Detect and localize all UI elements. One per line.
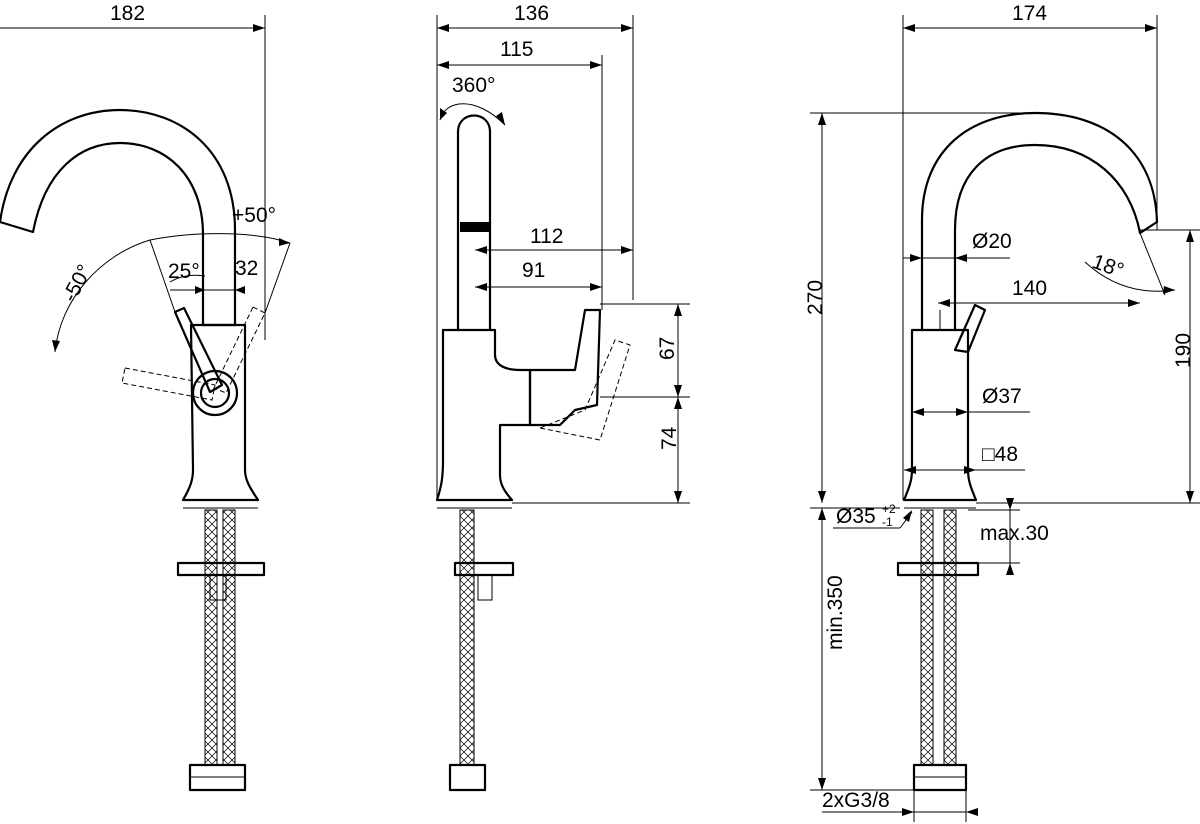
side-body — [435, 328, 532, 502]
rear-hose-right — [943, 509, 957, 766]
dim-side-rotation: 360° — [452, 74, 495, 97]
front-lever-hub — [199, 377, 231, 409]
front-lever-knob — [191, 369, 239, 417]
front-lever-dashed-right — [213, 306, 266, 394]
rear-hose-left — [920, 509, 934, 766]
dim-side-to-lever: 115 — [500, 38, 533, 61]
side-aerator — [460, 222, 490, 232]
side-hose — [459, 509, 475, 766]
side-hose-nut — [448, 763, 487, 792]
dim-rear-spout-angle: 18° — [1089, 250, 1127, 282]
dim-rear-reach: 140 — [1012, 277, 1047, 300]
dim-rear-total-height: 270 — [804, 280, 827, 315]
dim-rear-hole-diameter: Ø35 — [836, 505, 876, 528]
dim-rear-width: 174 — [1012, 2, 1047, 25]
dim-front-minus: -50° — [58, 261, 96, 306]
rear-mount-plate — [896, 561, 980, 577]
dim-rear-base-square: □48 — [982, 443, 1018, 466]
side-lever-dashed — [538, 339, 631, 441]
side-lever — [528, 308, 602, 427]
dim-rear-max-thickness: max.30 — [980, 522, 1049, 545]
front-hose-right — [222, 509, 236, 766]
front-hose-left — [204, 509, 218, 766]
dim-side-spout-reach: 112 — [530, 225, 563, 248]
dim-front-offset: 32 — [235, 257, 258, 280]
dim-rear-hole-tol-minus: -1 — [882, 515, 893, 529]
dim-side-body-height: 74 — [658, 426, 681, 450]
side-spout — [456, 114, 492, 332]
front-spout — [0, 108, 237, 327]
front-nut — [209, 574, 227, 601]
dim-front-plus: +50° — [232, 204, 276, 227]
dim-rear-hole-tol-plus: +2 — [882, 502, 896, 516]
rear-view: 174 270 Ø20 18° 140 190 Ø37 — [804, 2, 1200, 822]
dim-rear-body-diameter: Ø37 — [982, 385, 1022, 408]
rear-body — [902, 328, 978, 502]
dim-front-tilt: 25° — [168, 260, 200, 283]
dim-side-width: 136 — [514, 2, 549, 25]
rear-lever — [953, 303, 987, 354]
dim-side-lever-reach: 91 — [522, 259, 545, 282]
dim-rear-outlet-height: 190 — [1172, 333, 1195, 368]
dim-rear-hose-length: min.350 — [824, 575, 847, 650]
dim-front-width: 182 — [110, 2, 145, 25]
side-nut — [477, 574, 493, 601]
front-mount-plate — [176, 561, 266, 577]
front-body — [181, 323, 260, 502]
dim-rear-connection: 2xG3/8 — [822, 789, 890, 812]
front-view: 182 -50° +50° 25° 32 — [0, 2, 291, 792]
front-lever-dashed-left — [121, 367, 216, 401]
side-view: 136 115 360° 112 91 67 74 — [435, 2, 690, 792]
dim-side-lever-height: 67 — [656, 337, 679, 360]
dim-rear-spout-diameter: Ø20 — [972, 230, 1012, 253]
front-lever-handle — [173, 306, 224, 394]
